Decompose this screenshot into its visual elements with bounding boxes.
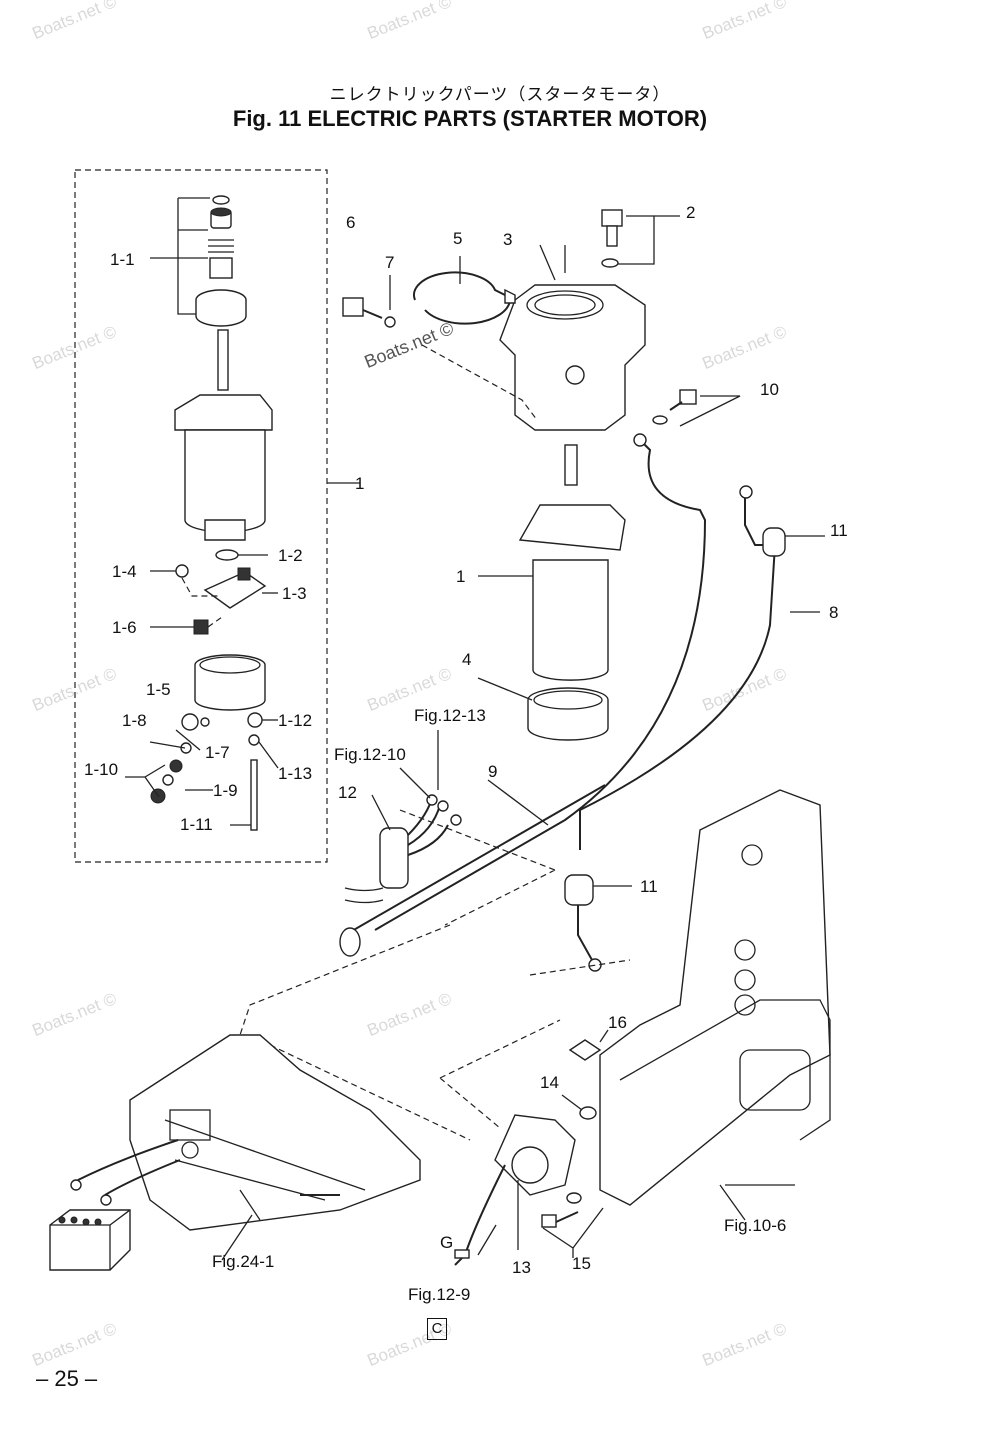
callout-1-13: 1-13	[278, 764, 313, 783]
callout-11-top: 11	[830, 521, 848, 540]
relay-13	[454, 1114, 576, 1266]
callout-1-4: 1-4	[112, 562, 137, 581]
callout-1-10: 1-10	[84, 760, 119, 779]
section-mark: C	[427, 1318, 447, 1340]
cap-12-wires	[344, 730, 462, 904]
clamp-band-5	[412, 256, 538, 421]
powerhead-fig24-1	[70, 1034, 421, 1231]
callout-16: 16	[608, 1013, 627, 1032]
cover-plate-fig10-6	[599, 789, 831, 1221]
callout-9: 9	[488, 762, 498, 781]
starter-motor-exploded	[125, 329, 279, 831]
callout-1-2: 1-2	[278, 546, 303, 565]
ring-4	[477, 677, 609, 741]
callout-15: 15	[572, 1254, 591, 1273]
callout-7: 7	[385, 253, 395, 272]
callout-4: 4	[462, 650, 472, 669]
bolt-6-washer-7	[342, 275, 396, 328]
battery-cable-9	[339, 433, 707, 957]
callout-5: 5	[453, 229, 463, 248]
kit-dashed-box	[74, 169, 328, 863]
callout-1-3: 1-3	[282, 584, 307, 603]
callout-12: 12	[338, 783, 357, 802]
fig-ref-12-9: Fig.12-9	[408, 1285, 471, 1304]
figure-title: Fig. 11 ELECTRIC PARTS (STARTER MOTOR)	[232, 106, 708, 131]
callout-1-1: 1-1	[110, 250, 135, 269]
callout-6: 6	[346, 213, 356, 232]
callout-1-5: 1-5	[146, 680, 171, 699]
bracket-parts	[541, 1029, 609, 1258]
battery	[49, 1209, 131, 1271]
fig-ref-24-1: Fig.24-1	[212, 1252, 275, 1271]
callout-1-12: 1-12	[278, 711, 313, 730]
callout-1-8: 1-8	[122, 711, 147, 730]
callout-1-11: 1-11	[180, 815, 213, 834]
callout-11-bottom: 11	[640, 877, 658, 896]
callout-8: 8	[829, 603, 839, 622]
battery-cable-8	[564, 485, 825, 972]
callout-1-9: 1-9	[213, 781, 238, 800]
bolt-10	[652, 389, 741, 427]
callout-1-kit: 1	[355, 474, 365, 493]
fig-ref-12-13: Fig.12-13	[414, 706, 486, 725]
callout-10: 10	[760, 380, 779, 399]
fig-ref-10-6: Fig.10-6	[724, 1216, 787, 1235]
motor-bracket-3	[499, 244, 646, 431]
starter-motor-1	[478, 444, 626, 681]
pinion-assembly-1-1	[150, 195, 247, 327]
callout-2: 2	[686, 203, 696, 222]
callout-14: 14	[540, 1073, 559, 1092]
callout-13: 13	[512, 1258, 531, 1277]
callout-1-motor: 1	[456, 567, 466, 586]
callout-1-6: 1-6	[112, 618, 137, 637]
fig-ref-12-10: Fig.12-10	[334, 745, 406, 764]
callout-3: 3	[503, 230, 513, 249]
callout-1-7: 1-7	[205, 743, 230, 762]
callout-g: G	[440, 1233, 454, 1252]
title-japanese: ニレクトリックパーツ（スタータモータ）	[329, 85, 671, 104]
bolt-2	[601, 209, 680, 268]
page-number: – 25 –	[36, 1366, 98, 1391]
